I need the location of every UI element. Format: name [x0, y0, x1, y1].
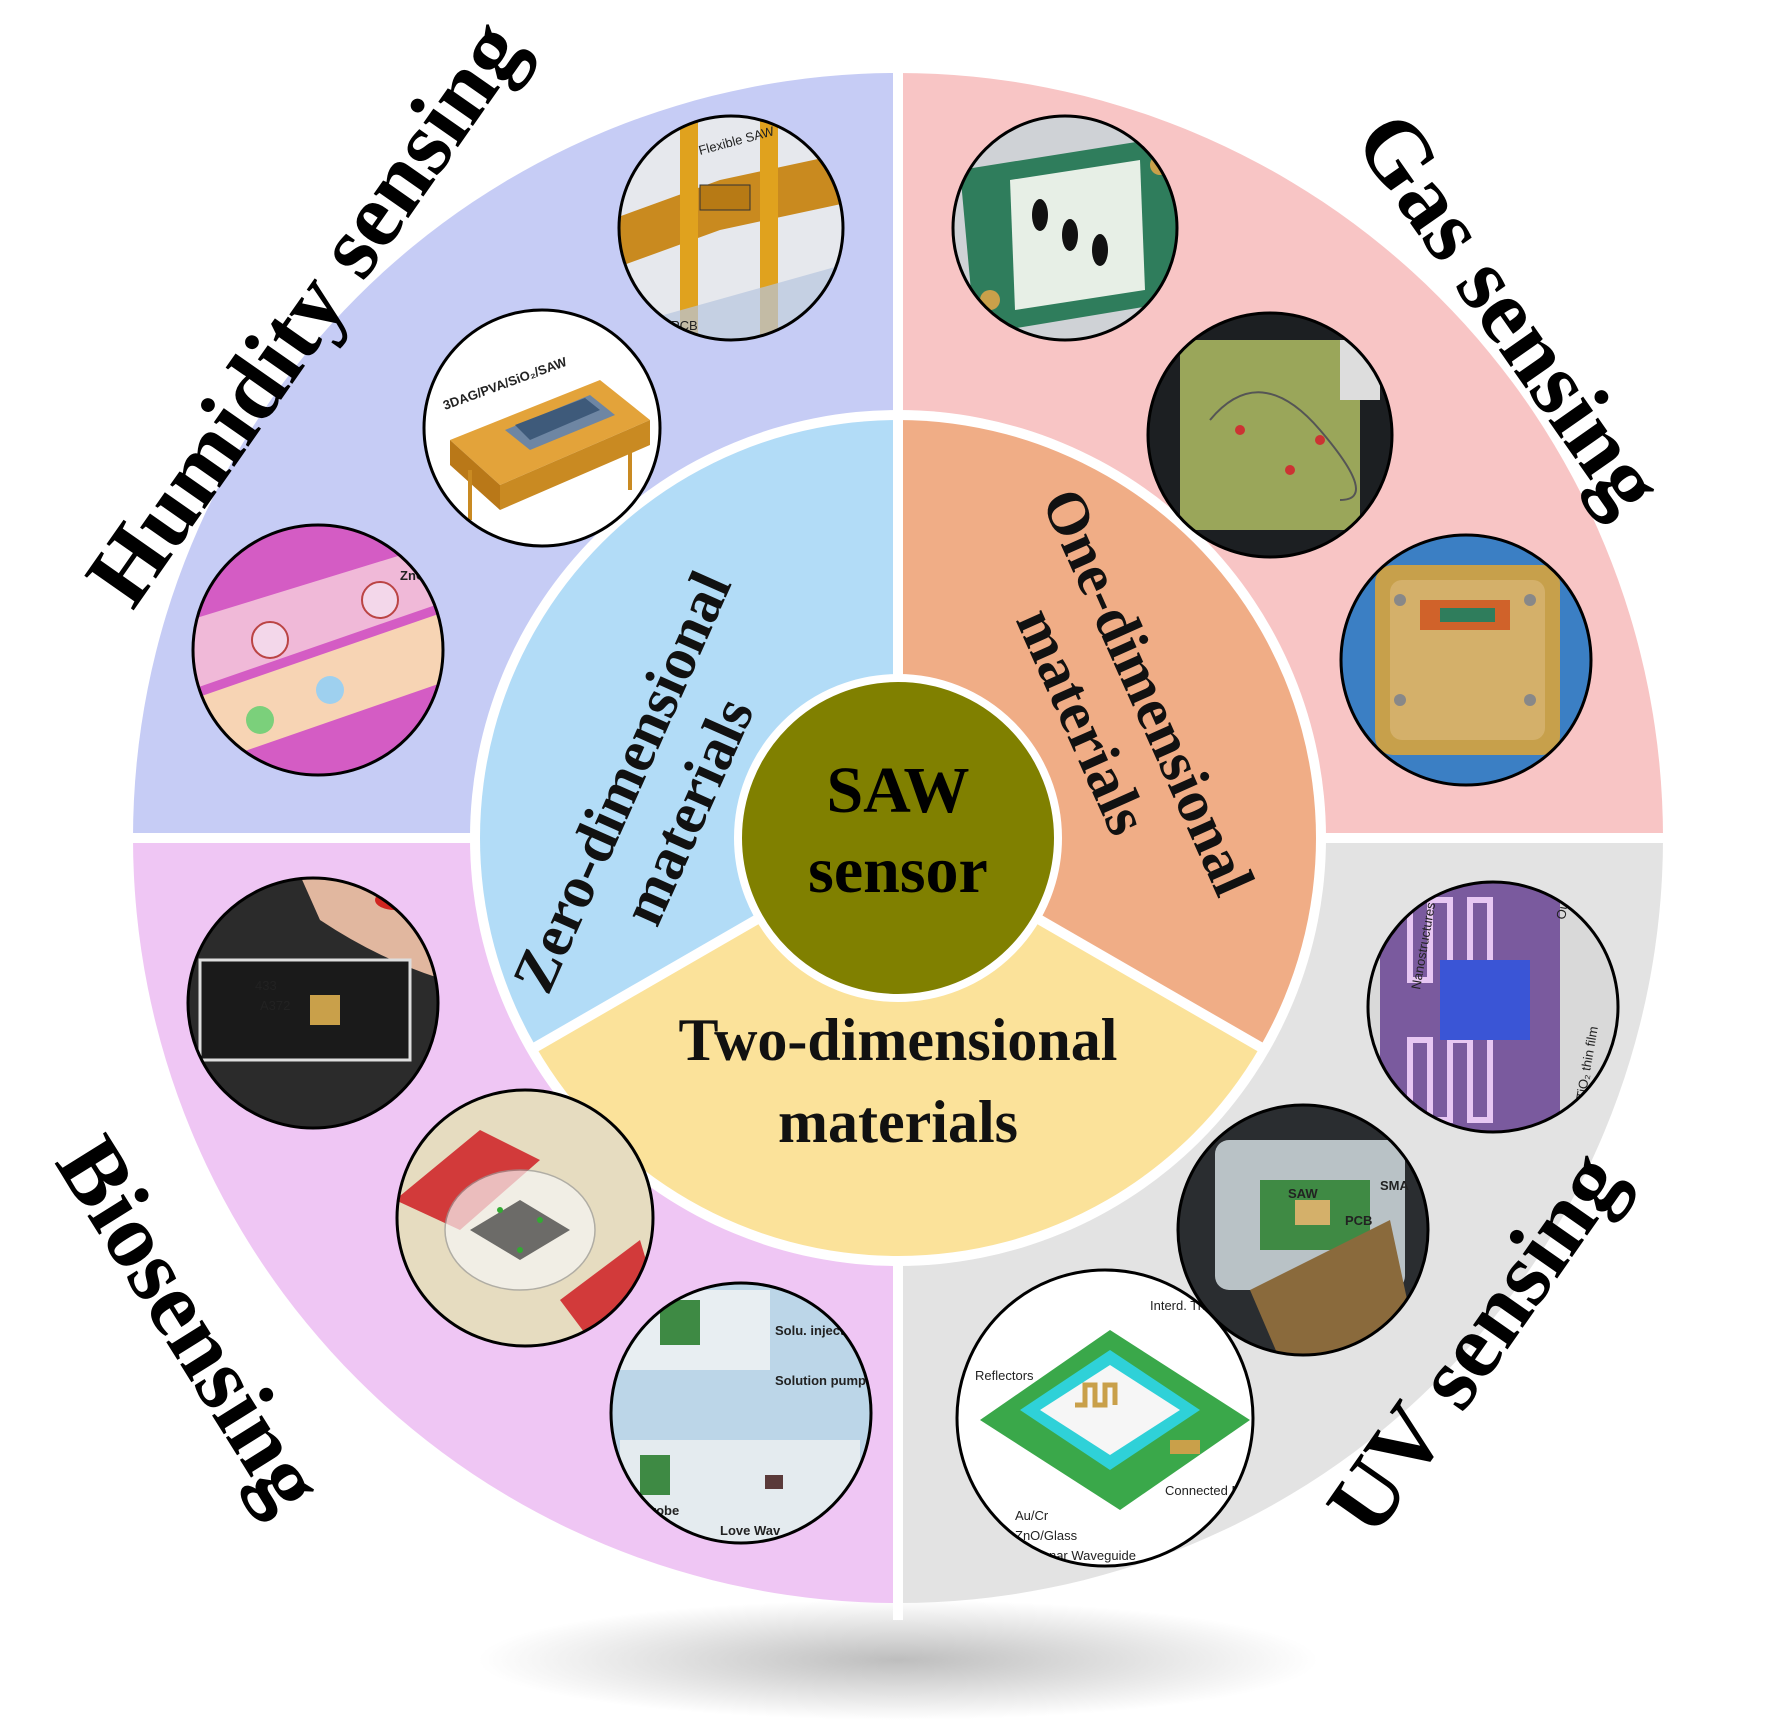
- thumbnail-bio-love-wave: Solu. inject Solution pump out ing probe…: [609, 1281, 890, 1545]
- thumbnail-gas-device-3: [1339, 533, 1593, 787]
- thumbnail-flexible-saw: Flexible SAW ble PCB: [617, 114, 845, 342]
- thumb-text-solu-inject: Solu. inject: [775, 1323, 845, 1338]
- thumb-text-a372: A372: [260, 998, 290, 1013]
- thumb-text-love-wave: Love Wav: [720, 1523, 781, 1538]
- thumb-text-sma: SMA: [1380, 1178, 1410, 1193]
- thumb-text-433: 433: [255, 978, 277, 993]
- center-disc: [734, 674, 1062, 1002]
- thumb-text-saw: SAW: [1288, 1186, 1318, 1201]
- thumbnail-uv-tio2: Nanostructures TiO₂ thin film Outp: [1366, 880, 1620, 1134]
- thumbnail-bio-wearable: 433 A372: [186, 876, 440, 1130]
- thumb-text-zno-glass: ZnO/Glass: [1015, 1528, 1078, 1543]
- two-label-line2: materials: [778, 1089, 1018, 1155]
- drop-shadow: [478, 1600, 1318, 1720]
- thumbnail-uv-saw-box: SAW PCB SMA: [1176, 1103, 1430, 1357]
- thumb-text-pcb: PCB: [1345, 1213, 1372, 1228]
- thumbnail-3dag-pva: 3DAG/PVA/SiO₂/SAW: [422, 308, 662, 548]
- center-label-line2: sensor: [808, 834, 988, 907]
- thumbnail-gas-device-2: [1146, 311, 1394, 559]
- thumbnail-zno-adsorption: ZnO: [191, 523, 445, 777]
- thumb-text-pump-out: Solution pump out: [775, 1373, 890, 1388]
- thumb-text-aucr: Au/Cr: [1015, 1508, 1049, 1523]
- inner-label-two: Two-dimensional materials: [679, 1007, 1118, 1155]
- two-label-line1: Two-dimensional: [679, 1007, 1118, 1073]
- thumb-text-reflectors: Reflectors: [975, 1368, 1034, 1383]
- thumbnail-gas-device-1: [951, 114, 1179, 342]
- center-label-line1: SAW: [826, 754, 969, 827]
- thumbnail-bio-droplet: [395, 1088, 655, 1348]
